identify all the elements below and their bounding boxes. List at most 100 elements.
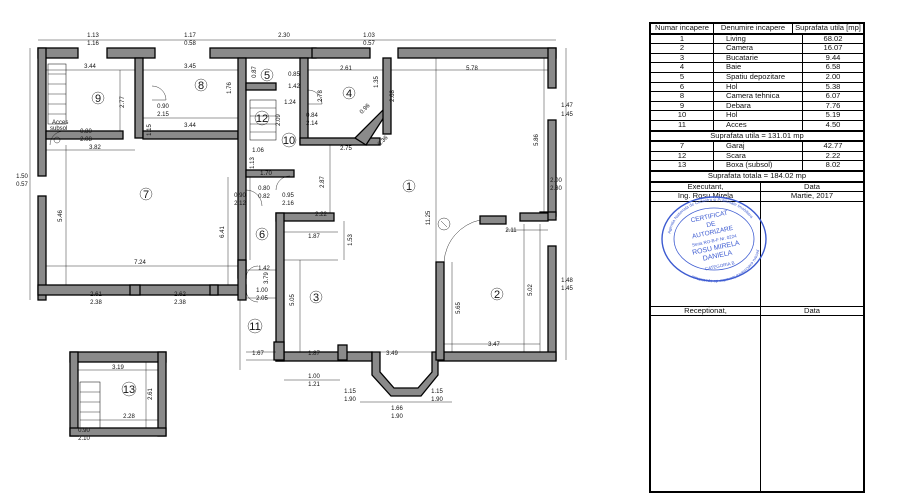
note-acces: Acces — [52, 120, 68, 126]
room-number-2: 2 — [494, 289, 500, 301]
dim-r153: 1.53 — [348, 234, 354, 246]
rooms-main-name: Hol — [713, 81, 803, 93]
room-number-4: 4 — [346, 88, 352, 100]
dim-r100: 1.00 — [256, 288, 268, 294]
rooms-main-nr: 11 — [650, 119, 714, 131]
dim-r9h: 2.77 — [120, 96, 126, 108]
dim-r106: 1.06 — [252, 148, 264, 154]
dim-d080: 0.80 — [80, 129, 92, 135]
dim-r113: 1.13 — [250, 157, 256, 169]
dim-r4w: 2.61 — [340, 66, 352, 72]
dim-r4h: 2.78 — [318, 90, 324, 102]
rooms-extra-nr: 12 — [650, 150, 714, 162]
rooms-extra-area: 2.22 — [802, 150, 864, 162]
dim-r1125: 11.25 — [426, 210, 432, 225]
rooms-main-name: Living — [713, 33, 803, 45]
dim-b166: 1.66 — [391, 406, 403, 412]
executant-date-area — [760, 200, 864, 307]
dim-right1b: 1.45 — [561, 112, 573, 118]
floor-plan: 1.13 1.16 1.17 0.58 1.03 0.57 3.44 3.45 … — [16, 33, 573, 442]
dim-r142: 1.42 — [258, 266, 270, 272]
dim-r8a: 0.90 — [157, 104, 169, 110]
dim-top2a: 1.17 — [184, 33, 196, 39]
rooms-main-nr: 9 — [650, 100, 714, 112]
rooms-main-name: Camera — [713, 43, 803, 54]
rooms-main-area: 5.38 — [802, 81, 864, 93]
dim-g546: 5.46 — [58, 210, 64, 222]
subtotal-row: Suprafata utila = 131.01 mp — [650, 130, 864, 142]
dim-r275: 2.75 — [340, 146, 352, 152]
dim-b1a: 2.61 — [90, 292, 102, 298]
rooms-main-name: Acces — [713, 119, 803, 131]
dim-r084: 0.84 — [306, 113, 318, 119]
receptionat-label: Receptionat, — [650, 305, 761, 317]
dim-r13d1: 0.90 — [78, 428, 90, 434]
dim-r5c: 0.85 — [288, 72, 300, 78]
stamp-line2: DE — [706, 220, 717, 229]
stamp-categoria: CATEGORIA B — [704, 260, 735, 271]
receptionat-signature-area — [650, 315, 761, 493]
dim-r9w: 3.44 — [84, 64, 96, 70]
dimension-lines — [29, 39, 567, 403]
room-13-basement: 3.19 2.61 2.28 0.90 2.10 — [69, 351, 167, 442]
receptionat-date-area — [760, 315, 864, 493]
dim-r287: 2.87 — [320, 176, 326, 188]
rooms-extra-area: 42.77 — [802, 141, 864, 152]
dim-right3a: 1.48 — [561, 278, 573, 284]
dim-left1b: 0.57 — [16, 182, 28, 188]
header-area: Suprafata utila [mp] — [792, 23, 864, 34]
dim-b2b: 2.38 — [174, 300, 186, 306]
data-label: Data — [760, 181, 864, 193]
rooms-main-area: 4.50 — [802, 119, 864, 131]
dim-r187b: 1.87 — [308, 351, 320, 357]
rooms-main-nr: 8 — [650, 91, 714, 102]
dim-g641: 6.41 — [220, 226, 226, 238]
dim-r8b: 2.15 — [157, 112, 169, 118]
dim-d216: 2.16 — [282, 201, 294, 207]
dim-d208: 2.08 — [80, 137, 92, 143]
dim-b190a: 1.90 — [344, 397, 356, 403]
rooms-main-area: 7.76 — [802, 100, 864, 112]
room-number-6: 6 — [259, 229, 265, 241]
dim-r167: 1.67 — [252, 351, 264, 357]
room-number-11: 11 — [249, 321, 260, 333]
dim-b115b: 1.15 — [431, 389, 443, 395]
dim-d082: 0.82 — [258, 194, 270, 200]
dim-r4f: 2.68 — [390, 90, 396, 102]
room-number-7: 7 — [143, 189, 149, 201]
dim-r347: 3.47 — [488, 342, 500, 348]
rooms-main-area: 5.19 — [802, 110, 864, 121]
dim-r214: 2.14 — [306, 121, 318, 127]
rooms-main-nr: 4 — [650, 62, 714, 73]
rooms-extra-name: Garaj — [713, 141, 803, 152]
dim-r8c: 3.44 — [184, 123, 196, 129]
dim-r8d: 1.15 — [147, 124, 153, 136]
dim-r187: 1.87 — [308, 234, 320, 240]
rooms-main-area: 2.00 — [802, 71, 864, 83]
dim-r8e: 1.76 — [227, 82, 233, 94]
room-numbers: 1 2 3 4 5 6 7 8 9 10 11 12 13 — [91, 68, 504, 397]
dim-top3a: 1.03 — [363, 33, 375, 39]
rooms-extra-nr: 7 — [650, 141, 714, 152]
room-number-3: 3 — [313, 292, 319, 304]
total-row: Suprafata totala = 184.02 mp — [650, 170, 864, 182]
room-number-10: 10 — [283, 135, 295, 147]
rooms-main-nr: 6 — [650, 81, 714, 93]
stairs — [47, 63, 277, 141]
room-number-8: 8 — [198, 80, 204, 92]
dim-r505: 5.05 — [290, 294, 296, 306]
note-subsol: subsol — [50, 126, 67, 132]
dim-right2a: 2.00 — [550, 178, 562, 184]
room-number-5: 5 — [264, 70, 270, 82]
dim-b100: 1.00 — [308, 374, 320, 380]
dim-d090: 0.90 — [234, 193, 246, 199]
dimension-labels: 1.13 1.16 1.17 0.58 1.03 0.57 3.44 3.45 … — [16, 33, 573, 420]
rooms-main-name: Bucatarie — [713, 52, 803, 64]
dim-r170: 1.70 — [260, 171, 272, 177]
